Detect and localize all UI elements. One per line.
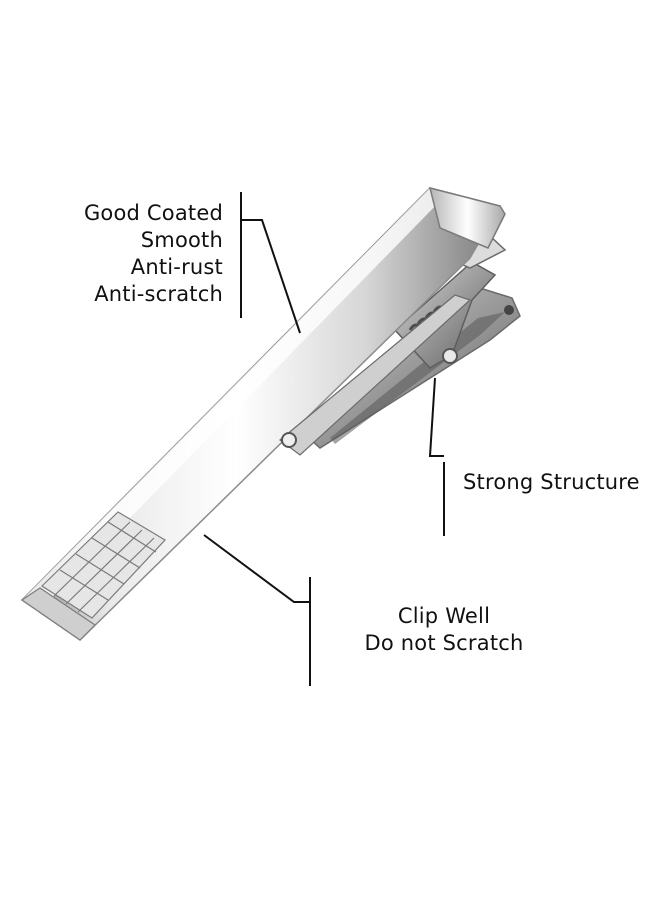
callout-coating-line-3: Anti-rust xyxy=(130,255,223,279)
callout-coating-line-4: Anti-scratch xyxy=(94,282,223,306)
callout-coating-line-2: Smooth xyxy=(140,228,223,252)
callout-clip: Clip Well Do not Scratch xyxy=(362,603,526,657)
clip-arm-front xyxy=(279,294,472,456)
callout-clip-line-1: Clip Well xyxy=(397,604,491,628)
leader-clip-arm xyxy=(203,534,310,603)
grid-texture xyxy=(41,511,166,619)
callout-structure: Strong Structure xyxy=(463,469,640,496)
leader-lines xyxy=(203,192,445,686)
leader-structure-arm xyxy=(428,377,444,457)
callout-structure-line-1: Strong Structure xyxy=(463,470,640,494)
callout-clip-line-2: Do not Scratch xyxy=(364,631,524,655)
callout-coating-line-1: Good Coated xyxy=(83,201,223,225)
leader-coating-arm xyxy=(241,219,301,334)
callout-coating: Good Coated Smooth Anti-rust Anti-scratc… xyxy=(84,200,223,308)
